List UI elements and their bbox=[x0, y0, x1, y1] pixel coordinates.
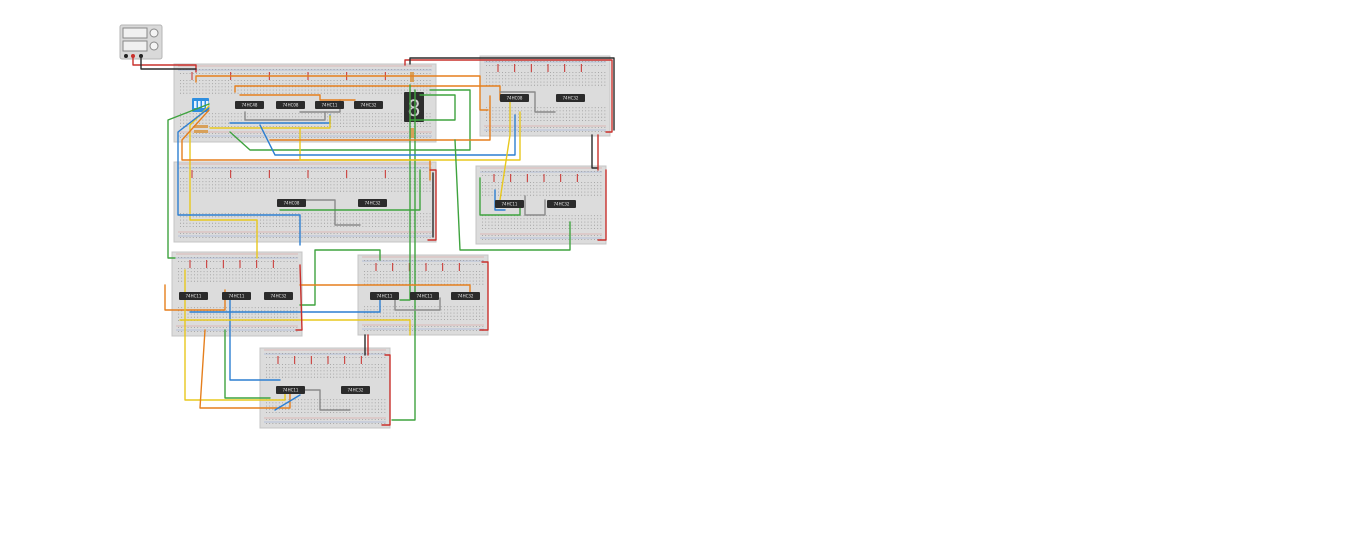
chip-74hc11[interactable]: 74HC11 bbox=[222, 292, 251, 300]
chip-74hc08[interactable]: 74HC08 bbox=[276, 101, 305, 109]
wire-black-tr[interactable] bbox=[591, 134, 599, 169]
chip-74hc32[interactable]: 74HC32 bbox=[264, 292, 293, 300]
wire-green-a[interactable] bbox=[167, 103, 210, 259]
wire-green-tr[interactable] bbox=[454, 139, 571, 251]
chip-label: 74HC32 bbox=[348, 388, 364, 393]
wire-yellow-tr2[interactable] bbox=[499, 99, 511, 201]
chip-74hc32[interactable]: 74HC32 bbox=[341, 386, 370, 394]
wire-red-mr[interactable] bbox=[597, 169, 607, 241]
chip-74hc32[interactable]: 74HC32 bbox=[358, 199, 387, 207]
wire-gray-ml[interactable] bbox=[304, 199, 361, 226]
chip-label: 74HC32 bbox=[271, 294, 287, 299]
chip-label: 74HC11 bbox=[283, 388, 299, 393]
wire-yellow-ll[interactable] bbox=[184, 269, 286, 401]
chip-layer: 74HC48 74HC08 74HC11 74HC32 74HC08 74HC32 74HC… bbox=[179, 94, 585, 394]
chip-label: 74HC08 bbox=[507, 96, 523, 101]
wire-top-black[interactable] bbox=[409, 57, 615, 131]
wire-blue-tr[interactable] bbox=[259, 114, 516, 156]
chip-74hc08[interactable]: 74HC08 bbox=[277, 199, 306, 207]
wire-green-e[interactable] bbox=[409, 94, 456, 121]
chip-label: 74HC11 bbox=[417, 294, 433, 299]
wire-gray-bt[interactable] bbox=[299, 389, 351, 411]
wire-gray-lc[interactable] bbox=[394, 297, 441, 311]
chip-74hc11[interactable]: 74HC11 bbox=[370, 292, 399, 300]
wire-yellow-ll2[interactable] bbox=[179, 319, 411, 336]
chip-label: 74HC48 bbox=[242, 103, 258, 108]
wire-green-mr[interactable] bbox=[479, 177, 521, 216]
wire-blue-a[interactable] bbox=[177, 107, 301, 246]
seven-segment-display-icon[interactable]: 8 bbox=[404, 92, 424, 122]
chip-label: 74HC32 bbox=[458, 294, 474, 299]
chip-label: 74HC32 bbox=[554, 202, 570, 207]
chip-74hc48[interactable]: 74HC48 bbox=[235, 101, 264, 109]
chip-74hc32[interactable]: 74HC32 bbox=[354, 101, 383, 109]
wire-green-ml[interactable] bbox=[279, 169, 421, 211]
wire-blue-ll[interactable] bbox=[229, 299, 281, 381]
wire-gray-tr[interactable] bbox=[499, 91, 556, 113]
chip-74hc08[interactable]: 74HC08 bbox=[500, 94, 529, 102]
power-supply-icon[interactable] bbox=[119, 24, 163, 60]
chip-74hc11[interactable]: 74HC11 bbox=[276, 386, 305, 394]
wire-blue-bt[interactable] bbox=[274, 394, 301, 411]
wire-red-ll[interactable] bbox=[295, 264, 303, 331]
chip-label: 74HC08 bbox=[283, 103, 299, 108]
wire-green-ll2[interactable] bbox=[299, 249, 381, 306]
chip-label: 74HC32 bbox=[365, 201, 381, 206]
wire-green-b[interactable] bbox=[229, 89, 471, 151]
chip-label: 74HC32 bbox=[563, 96, 579, 101]
wire-blue-mr[interactable] bbox=[494, 189, 506, 211]
wire-yellow-b[interactable] bbox=[209, 115, 331, 129]
chip-label: 74HC08 bbox=[284, 201, 300, 206]
wire-gray-a[interactable] bbox=[244, 111, 326, 121]
wire-orange-tr[interactable] bbox=[269, 95, 491, 141]
wire-orange-b[interactable] bbox=[239, 94, 356, 101]
chip-74hc32[interactable]: 74HC32 bbox=[451, 292, 480, 300]
wire-top-orange[interactable] bbox=[195, 75, 489, 111]
wire-blue-ll2[interactable] bbox=[189, 299, 381, 313]
chip-74hc11[interactable]: 74HC11 bbox=[410, 292, 439, 300]
chip-label: 74HC11 bbox=[229, 294, 245, 299]
wire-red-bt[interactable] bbox=[381, 354, 391, 426]
wire-layer bbox=[132, 55, 615, 426]
wire-gray-mr[interactable] bbox=[524, 195, 546, 216]
chip-label: 74HC11 bbox=[186, 294, 202, 299]
chip-74hc11[interactable]: 74HC11 bbox=[495, 200, 524, 208]
chip-label: 74HC11 bbox=[322, 103, 338, 108]
wire-orange-2[interactable] bbox=[234, 85, 501, 101]
wire-yellow-tr[interactable] bbox=[299, 111, 521, 161]
chip-74hc11[interactable]: 74HC11 bbox=[179, 292, 208, 300]
resistor-bank bbox=[194, 72, 414, 138]
wire-green-d[interactable] bbox=[391, 89, 416, 421]
wire-red-lc[interactable] bbox=[479, 261, 489, 331]
chip-74hc11[interactable]: 74HC11 bbox=[315, 101, 344, 109]
wire-orange-a[interactable] bbox=[181, 109, 431, 181]
chip-label: 74HC32 bbox=[361, 103, 377, 108]
wire-top-red[interactable] bbox=[404, 59, 613, 133]
chip-label: 74HC11 bbox=[502, 202, 518, 207]
wire-green-c[interactable] bbox=[399, 84, 411, 301]
chip-74hc32[interactable]: 74HC32 bbox=[547, 200, 576, 208]
wire-ground-black[interactable] bbox=[140, 55, 197, 70]
chip-label: 74HC11 bbox=[377, 294, 393, 299]
wire-orange-ll2[interactable] bbox=[199, 329, 291, 409]
wire-green-ll[interactable] bbox=[224, 329, 271, 399]
wire-orange-ll3[interactable] bbox=[299, 284, 471, 296]
chip-74hc32[interactable]: 74HC32 bbox=[556, 94, 585, 102]
wire-red-ml[interactable] bbox=[427, 169, 437, 241]
